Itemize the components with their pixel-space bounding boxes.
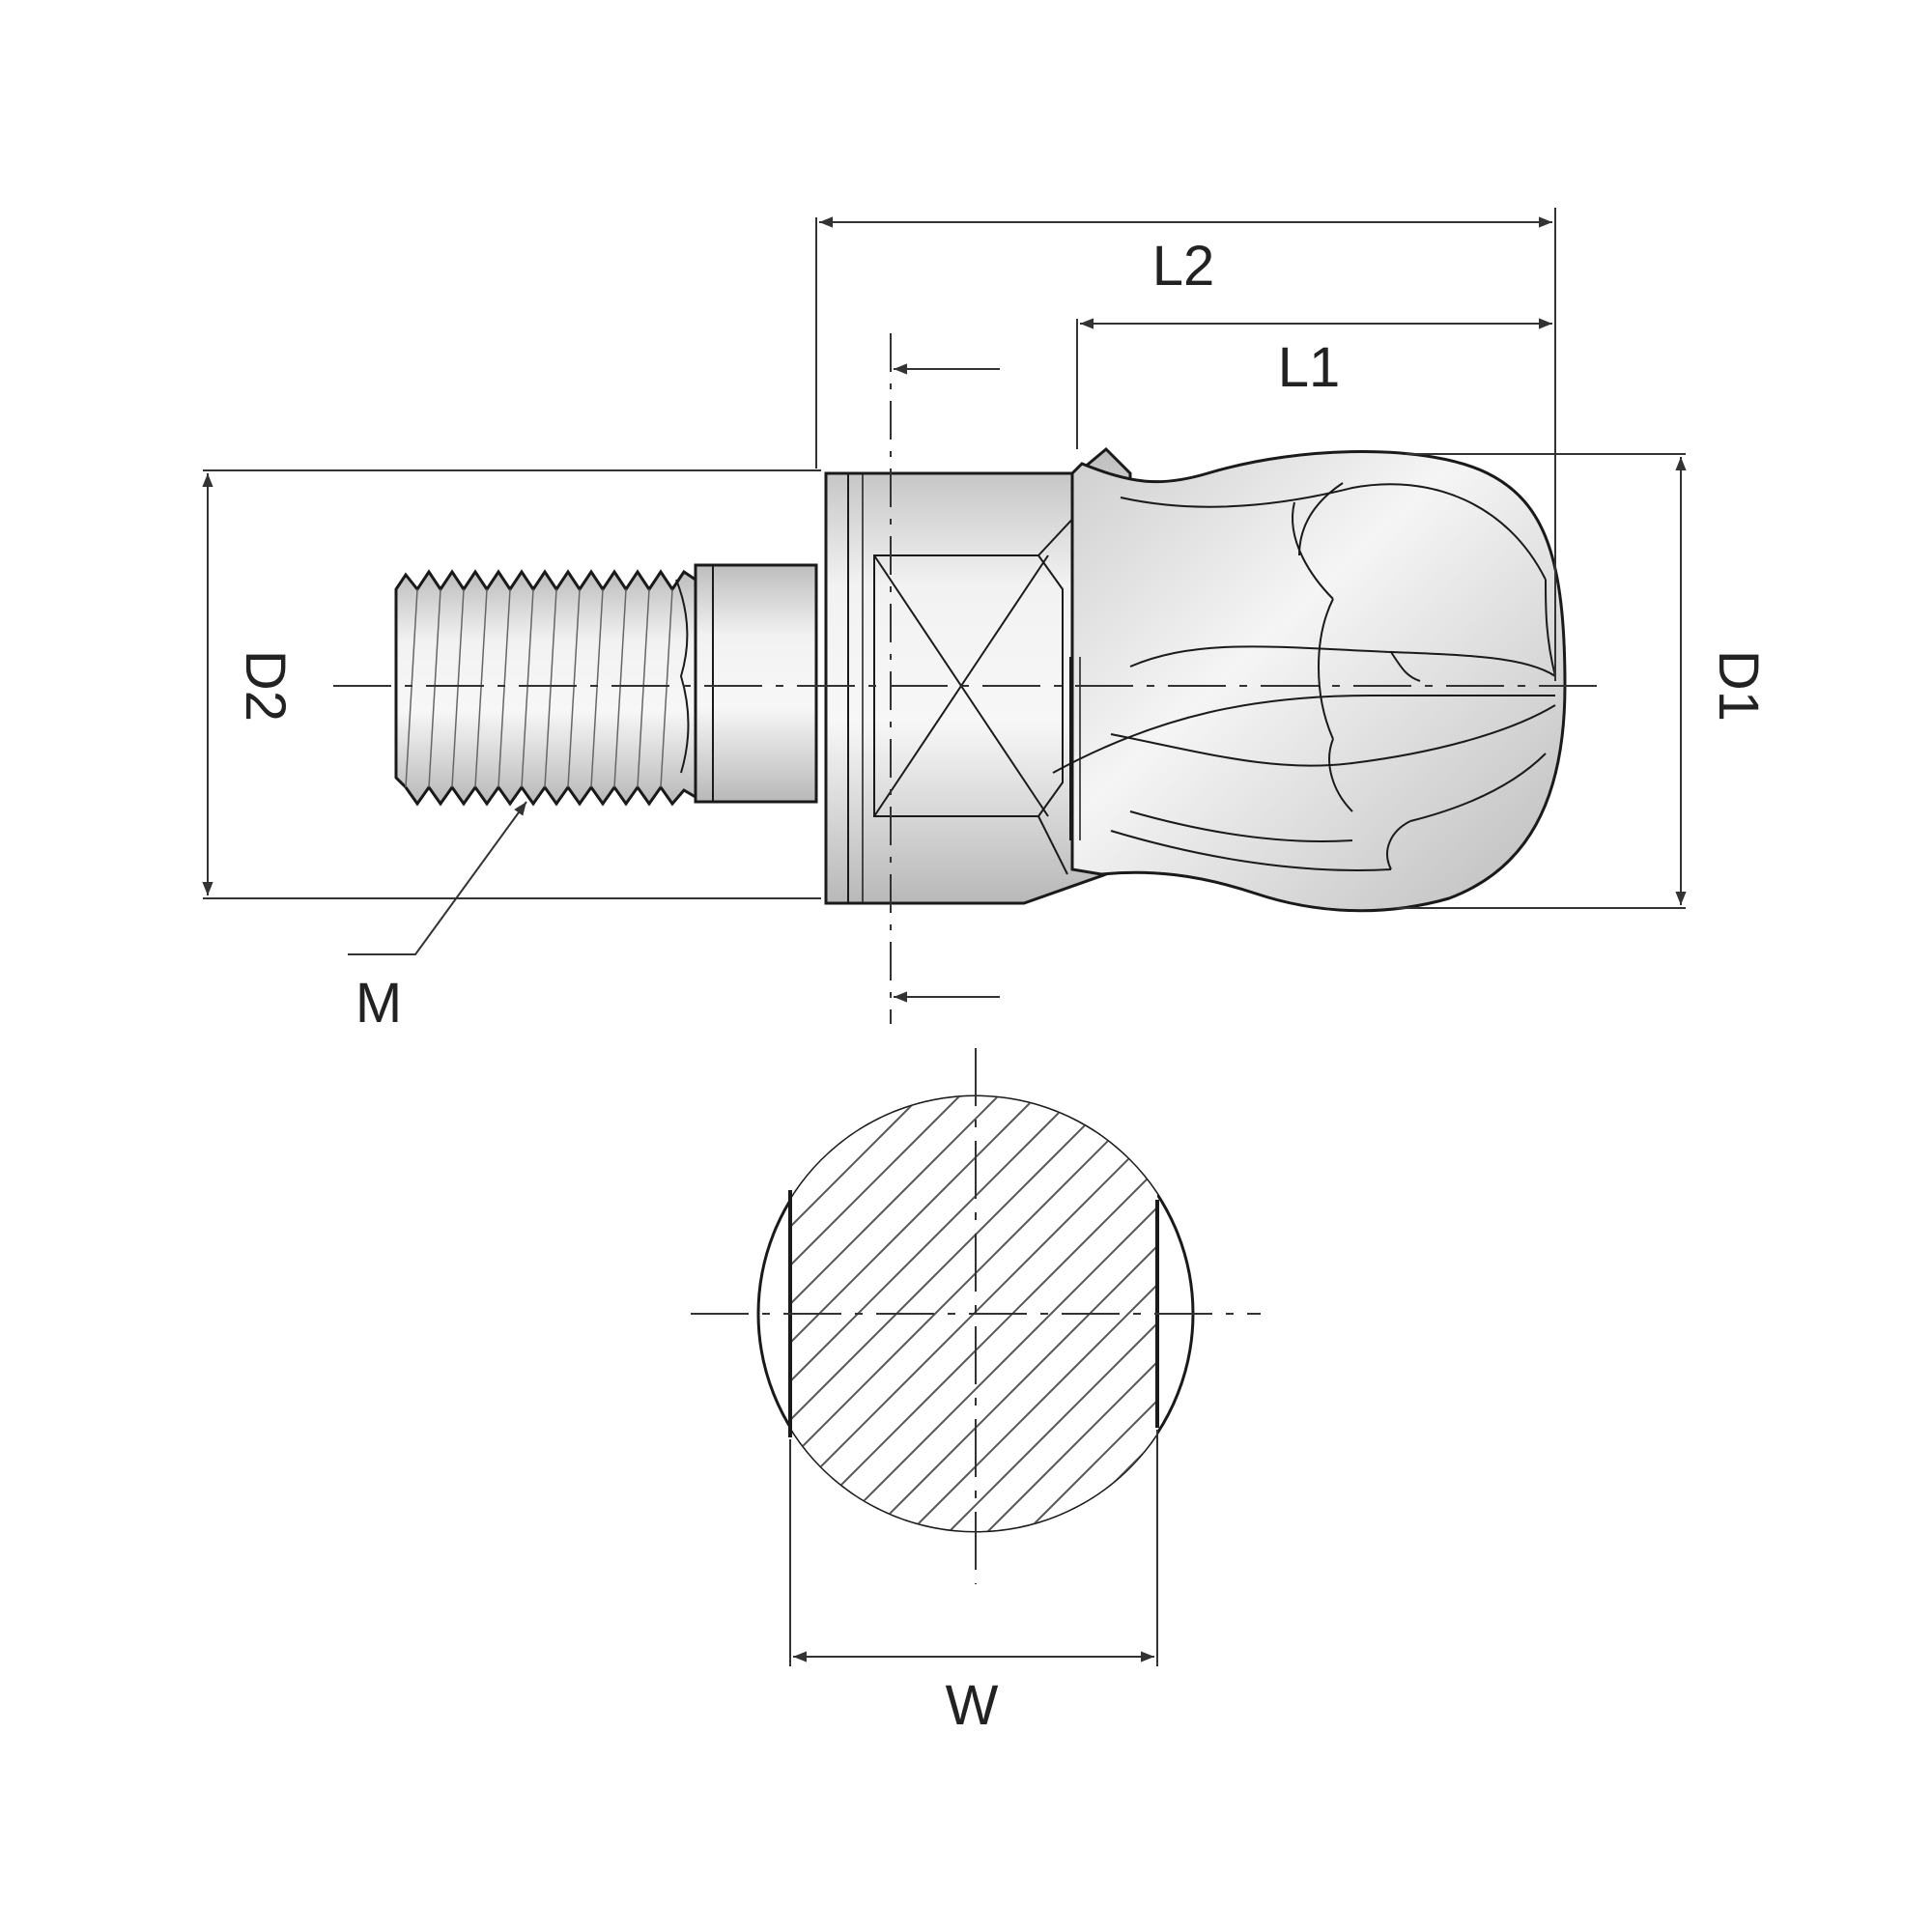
section-view: [691, 1048, 1261, 1666]
label-l1: L1: [1278, 336, 1341, 399]
ball-head: [1052, 450, 1567, 913]
label-l2: L2: [1152, 235, 1215, 298]
label-d2: D2: [234, 650, 297, 722]
label-m: M: [355, 972, 402, 1035]
side-view: [333, 333, 1604, 1024]
m-leader: [348, 801, 527, 955]
dimensions: [202, 208, 1687, 955]
thread: [394, 569, 697, 807]
label-w: W: [946, 1674, 999, 1737]
neck: [694, 563, 818, 804]
label-d1: D1: [1707, 650, 1770, 722]
